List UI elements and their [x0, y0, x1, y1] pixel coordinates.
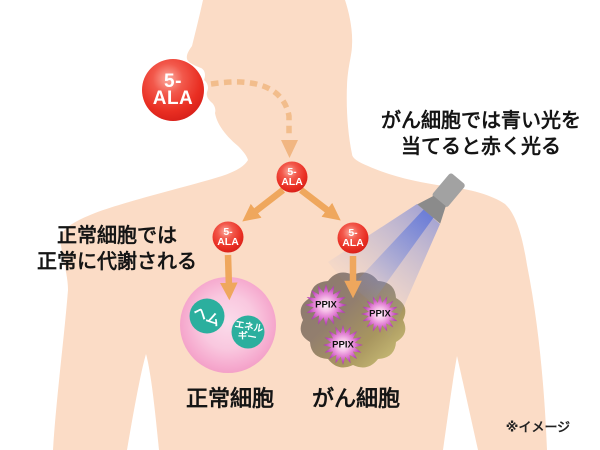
ala-label-mouth: 5- ALA: [152, 71, 194, 109]
ppix-label: PPIX: [332, 339, 354, 351]
ppix-label: PPIX: [369, 308, 391, 320]
ala-ball-chest: [276, 161, 308, 193]
ala-label-cancer: 5- ALA: [342, 227, 364, 249]
ala-label-chest: 5- ALA: [281, 166, 303, 188]
annotation-cancer-glow: がん細胞では青い光を 当てると赤く光る: [381, 108, 581, 160]
flashlight-icon: [417, 173, 465, 224]
annotation-normal-line1: 正常細胞では: [57, 225, 177, 247]
swallow-dashed-arrow: [210, 79, 292, 138]
arrow-to-cancer-side: [299, 187, 341, 221]
annotation-cancer-glow-line1: がん細胞では青い光を: [381, 110, 581, 132]
arrow-to-normal-side: [242, 187, 285, 222]
ala-line1: 5-: [164, 71, 182, 92]
ala-ball-mouth: [142, 59, 204, 121]
ala-line2: ALA: [342, 237, 364, 249]
cancer-cell-label: がん細胞: [311, 386, 401, 411]
ala-line1: 5-: [223, 226, 233, 238]
swallow-arrowhead: [281, 140, 298, 158]
annotation-normal-line2: 正常に代謝される: [37, 251, 197, 273]
ala-ball-cancer: [337, 222, 369, 254]
normal-cell-label: 正常細胞: [185, 386, 275, 411]
ala-label-normal: 5- ALA: [217, 226, 239, 248]
ppix-label: PPIX: [315, 299, 337, 311]
body-silhouette: [53, 0, 547, 450]
heme-circle: [189, 298, 225, 334]
light-beam-core: [352, 208, 434, 303]
ala-line1: 5-: [287, 166, 297, 178]
ala-ball-normal: [212, 221, 244, 253]
ala-line2: ALA: [281, 176, 303, 188]
annotation-normal-metabolism: 正常細胞では 正常に代謝される: [37, 223, 197, 275]
annotation-cancer-glow-line2: 当てると赤く光る: [401, 136, 561, 158]
arrow-into-normal-cell: [220, 254, 238, 301]
energy-label: エネル ギー: [232, 319, 264, 344]
ala-line2: ALA: [152, 88, 194, 109]
ala-line1: 5-: [348, 227, 358, 239]
energy-circle: [231, 315, 265, 349]
ala-line2: ALA: [217, 236, 239, 248]
disclaimer-note: ※イメージ: [505, 419, 571, 435]
